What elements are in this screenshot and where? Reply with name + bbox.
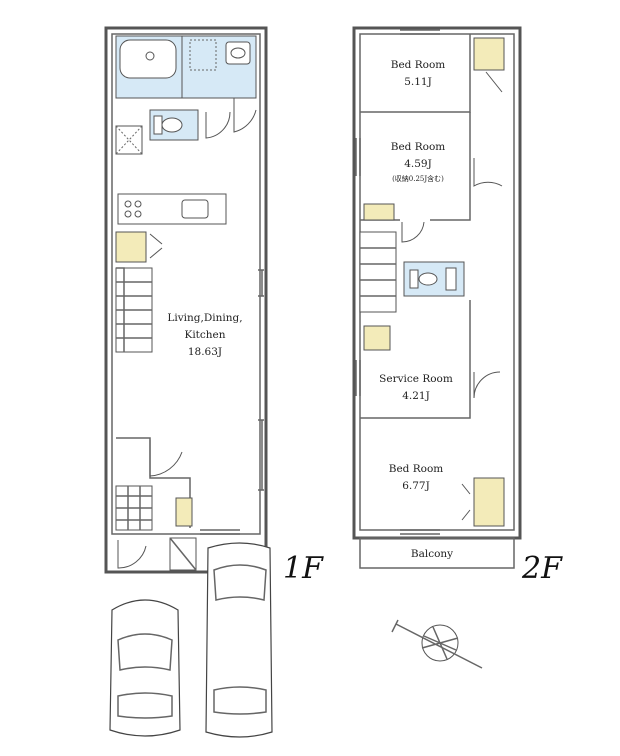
- room-area-bedroom1: 5.11J: [404, 76, 432, 88]
- room-label-ldk-2: Kitchen: [184, 329, 225, 341]
- room-area-service: 4.21J: [402, 390, 430, 402]
- car-windshield: [117, 633, 173, 671]
- window-bedroom3: [400, 529, 440, 535]
- hand-sink-icon: [445, 267, 457, 291]
- balcony: [359, 537, 515, 569]
- window-bedroom1: [400, 29, 440, 35]
- room-label-bedroom3: Bed Room: [389, 463, 444, 475]
- first-floor-outer-wall: [104, 26, 268, 574]
- washbasin-bowl-icon: [230, 47, 246, 59]
- floor-label-1f: 1F: [283, 551, 324, 586]
- room-area-bedroom3: 6.77J: [402, 480, 430, 492]
- compass-icon: [391, 619, 483, 669]
- stove-burner-icon: [134, 200, 142, 208]
- toilet-tank-icon: [153, 115, 163, 135]
- room-label-bedroom2: Bed Room: [391, 141, 446, 153]
- stair-rail: [116, 267, 125, 352]
- stair-treads: [116, 281, 152, 339]
- service-room-closet: [363, 325, 391, 351]
- window-service-room: [355, 360, 361, 396]
- stove-burner-icon: [124, 210, 132, 218]
- first-floor-inner-wall: [111, 33, 261, 535]
- bedroom2-door: [401, 221, 425, 243]
- room-area-bedroom2: 4.59J: [404, 158, 432, 170]
- stair-treads: [360, 247, 396, 297]
- hall-door: [149, 440, 183, 477]
- floor-label-2f: 2F: [521, 551, 563, 586]
- car-icon: [205, 542, 273, 738]
- toilet-icon: [161, 117, 183, 133]
- stove-burner-icon: [134, 210, 142, 218]
- car-rear-window: [213, 686, 267, 715]
- first-floor: Living,Dining, Kitchen 18.63J 1F: [104, 26, 324, 586]
- car-small: [109, 599, 181, 737]
- bedroom-hall-door: [473, 158, 503, 187]
- bedroom3-closet-door: [461, 483, 471, 521]
- pantry-door: [149, 233, 163, 259]
- car-icon: [109, 599, 181, 737]
- compass-axis: [395, 623, 483, 669]
- bedroom2-closet: [363, 203, 395, 221]
- room-note-bedroom2: (収納0.25J含む): [392, 174, 444, 183]
- window-south: [200, 529, 240, 535]
- room-label-balcony: Balcony: [411, 548, 453, 560]
- bedroom1-closet: [473, 37, 505, 71]
- bedroom1-closet-door: [485, 71, 503, 93]
- window-ldk-1: [258, 269, 264, 297]
- pantry: [115, 231, 147, 263]
- porch-step-line: [169, 537, 197, 571]
- room-label-bedroom1: Bed Room: [391, 59, 446, 71]
- staircase: [359, 231, 397, 313]
- car-rear-window: [117, 692, 173, 719]
- storage-shelf: [115, 125, 143, 155]
- toilet-tank-icon: [409, 269, 419, 289]
- compass-spokes: [421, 626, 459, 660]
- bedroom1-wall: [360, 34, 471, 113]
- washing-machine-space: [189, 39, 217, 71]
- bath-drain-icon: [145, 51, 155, 61]
- toilet-door: [205, 111, 231, 139]
- entrance-door: [117, 540, 147, 569]
- genkan-tile-grid: [116, 486, 152, 530]
- sink-icon: [181, 199, 209, 219]
- room-label-service: Service Room: [379, 373, 453, 385]
- kitchen-counter: [117, 193, 227, 225]
- car-windshield: [213, 564, 267, 601]
- service-room-wall: [360, 300, 471, 419]
- room-label-ldk: Living,Dining,: [167, 312, 242, 324]
- toilet-icon: [418, 272, 438, 286]
- shoe-closet: [175, 497, 193, 527]
- car-large: [205, 542, 273, 738]
- second-floor: Bed Room 5.11J Bed Room 4.59J (収納0.25J含む…: [352, 26, 563, 586]
- service-room-door: [473, 371, 501, 399]
- window-bedroom2: [355, 138, 361, 176]
- washroom-door: [233, 98, 257, 133]
- window-ldk-2: [258, 419, 264, 491]
- bedroom3-closet: [473, 477, 505, 527]
- stove-burner-icon: [124, 200, 132, 208]
- compass-north-mark: [391, 619, 399, 633]
- entrance-partition: [116, 437, 191, 528]
- room-area-ldk: 18.63J: [188, 346, 222, 358]
